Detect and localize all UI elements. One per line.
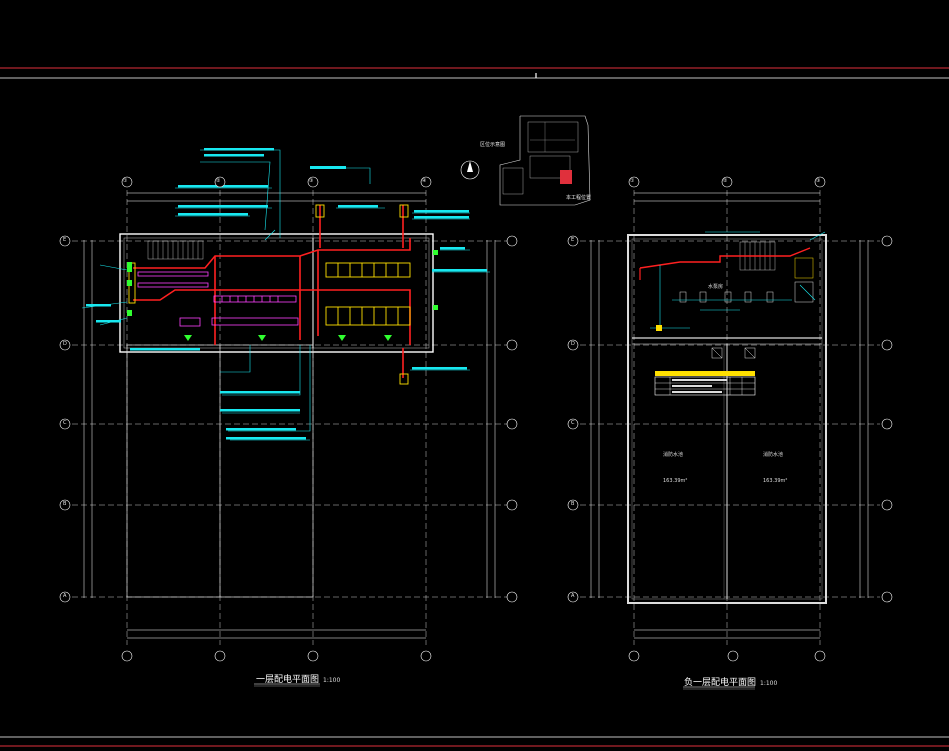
left-grid-col-3: ③ xyxy=(309,178,314,184)
left-plan-title-text: 一层配电平面图 xyxy=(256,675,320,685)
right-grid-row-e: E xyxy=(571,237,575,243)
key-plan-title: 区位示意图 xyxy=(480,142,506,148)
key-plan xyxy=(460,115,591,206)
right-grid-col-2: ② xyxy=(723,178,728,184)
right-plan-scale: 1:100 xyxy=(760,680,778,687)
left-grid-col-4: ④ xyxy=(422,178,427,184)
right-grid-row-d: D xyxy=(571,341,575,347)
right-grid-row-b: B xyxy=(571,501,575,507)
right-plan-title-text: 负一层配电平面图 xyxy=(684,678,757,688)
right-grid-col-1: ① xyxy=(630,178,635,184)
left-grid-row-b: B xyxy=(63,501,67,507)
left-grid-row-c: C xyxy=(63,420,67,426)
sheet-frame xyxy=(0,67,949,747)
water-tank-left-name: 消防水池 xyxy=(663,452,684,458)
equipment-schedule xyxy=(654,371,756,396)
left-grid-row-d: D xyxy=(63,341,67,347)
left-plan-scale: 1:100 xyxy=(323,677,341,684)
left-grid-row-e: E xyxy=(63,237,67,243)
pump-room-label: 水泵房 xyxy=(708,284,724,290)
left-grid-row-a: A xyxy=(63,593,67,599)
right-grid-col-3: ③ xyxy=(816,178,821,184)
right-plan xyxy=(567,176,893,690)
left-grid-col-1: ① xyxy=(123,178,128,184)
water-tank-right-name: 消防水池 xyxy=(763,452,784,458)
water-tank-left-area: 163.39m² xyxy=(663,478,688,484)
left-plan xyxy=(59,148,518,687)
right-grid-row-c: C xyxy=(571,420,575,426)
water-tank-right-area: 163.39m² xyxy=(763,478,788,484)
right-grid-row-a: A xyxy=(571,593,575,599)
key-plan-note: 本工程位置 xyxy=(566,195,592,201)
left-grid-col-2: ② xyxy=(216,178,221,184)
